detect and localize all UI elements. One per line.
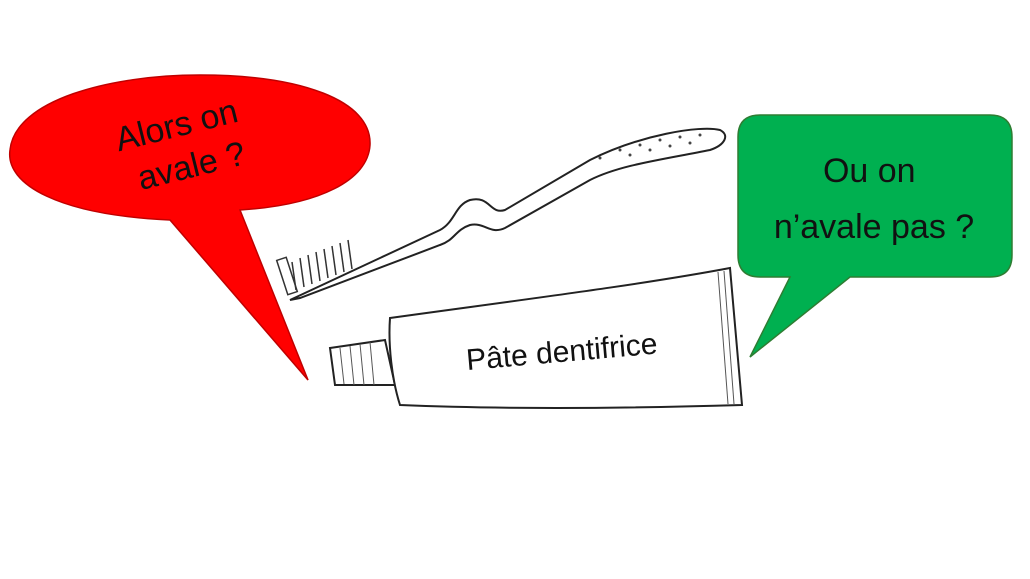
toothbrush-icon <box>275 127 727 301</box>
right-speech-bubble: Ou on n’avale pas ? <box>737 114 1013 358</box>
toothpaste-tube-icon: Pâte dentifrice <box>328 266 744 410</box>
left-speech-bubble: Alors on avale ? <box>9 74 371 381</box>
svg-text:Ou on n’avale pas ?: Ou on n’avale pas ? <box>774 152 974 246</box>
left-bubble-shape <box>9 74 371 381</box>
right-bubble-shape <box>737 114 1013 358</box>
right-bubble-line1: Ou on <box>823 152 916 190</box>
right-bubble-line2: n’avale pas ? <box>774 208 974 246</box>
